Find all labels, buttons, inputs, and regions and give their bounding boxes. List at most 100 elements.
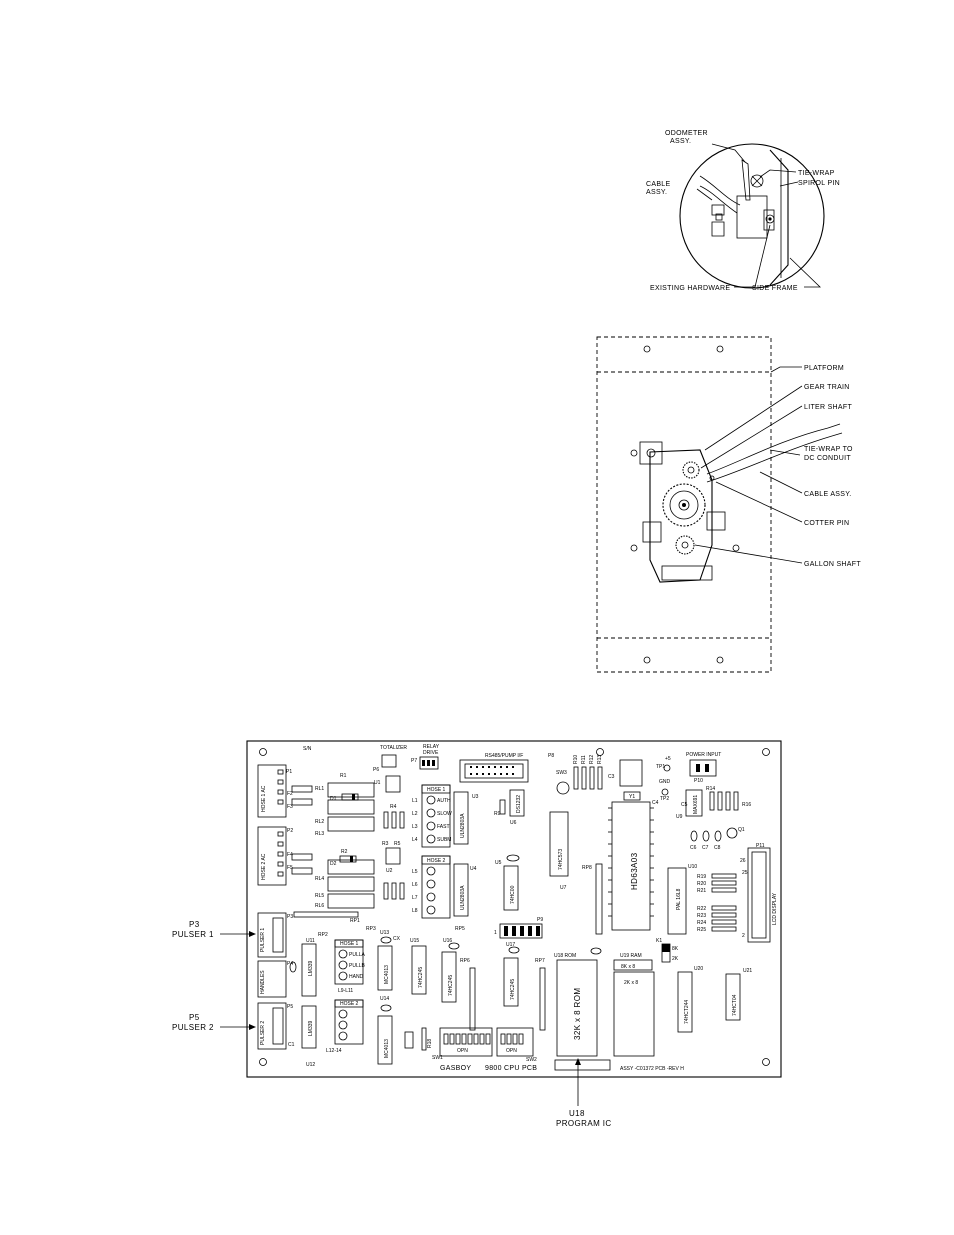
cable-label-2: ASSY. — [646, 189, 667, 196]
u13-chip — [377, 945, 393, 991]
r14-label: R14 — [706, 786, 715, 792]
rs485-label: RS485/PUMP I/F — [485, 753, 523, 759]
c3-label: C3 — [608, 774, 615, 780]
u6-part-label: DS1232 — [516, 795, 522, 813]
sw1-dip-switch: SW1 OPN — [432, 1027, 493, 1061]
hose1-led-block: HOSE 1 AUTH SLOW FAST SUBM L1 L2 L3 L4 — [412, 784, 452, 848]
p3-board-label: P3 — [287, 914, 293, 920]
r10-label: R10 — [573, 755, 579, 764]
u2-label: U2 — [386, 868, 393, 874]
u18-rom-label: U18 ROM — [554, 953, 576, 959]
relay-drive-label-2: DRIVE — [423, 750, 439, 756]
l3-label: L3 — [412, 824, 418, 830]
l8-label: L8 — [412, 908, 418, 914]
cable-assy-label: CABLE ASSY. — [804, 491, 852, 498]
sw1-opn-label: OPN — [457, 1048, 468, 1054]
hose1-ac-label: HOSE 1 AC — [261, 785, 267, 812]
tp1-label: TP1 — [656, 764, 665, 770]
pullb-label: PULLB — [349, 963, 366, 969]
p9-jumper: P9 1 — [494, 917, 543, 939]
u7-label: U7 — [560, 885, 567, 891]
q1-label: Q1 — [738, 827, 745, 833]
r24-label: R24 — [697, 920, 706, 926]
p3-callout: P3 PULSER 1 — [172, 920, 256, 939]
program-ic-callout-label: PROGRAM IC — [556, 1119, 612, 1128]
l5-label: L5 — [412, 869, 418, 875]
odometer-label-2: ASSY. — [670, 138, 691, 145]
p10-label: P10 — [694, 778, 703, 784]
rp8-label: RP8 — [582, 865, 592, 871]
r9-label: R9 — [494, 811, 501, 817]
u10-part-label: PAL 16L8 — [676, 888, 682, 910]
odometer-detail-view: ODOMETER ASSY. TIE-WRAP SPIROL PIN CABLE… — [646, 130, 840, 292]
u17-label: U17 — [506, 942, 515, 948]
assy-label: ASSY -C01372 PCB -REV H — [620, 1066, 684, 1072]
rp1-label: RP1 — [350, 918, 360, 924]
p7-label: P7 — [411, 758, 417, 764]
cable-label: CABLE — [646, 181, 670, 188]
pulla-label: PULLA — [349, 952, 366, 958]
hose2-pulser-leds: HOSE 2 — [334, 999, 364, 1045]
pin2-label: 2 — [742, 933, 745, 939]
p6-label: P6 — [373, 767, 379, 773]
ram-size-label: 8K x 8 — [621, 964, 635, 970]
u4-chip — [453, 863, 469, 917]
c4-label: C4 — [652, 800, 659, 806]
pulser2-callout-label: PULSER 2 — [172, 1023, 214, 1032]
d2-label: D2 — [330, 861, 337, 867]
u13-label: U13 — [380, 930, 389, 936]
u15-part-label: 74HC245 — [418, 967, 424, 988]
p5-callout-label: P5 — [189, 1013, 200, 1022]
u15-chip — [411, 945, 427, 995]
r12-label: R12 — [589, 755, 595, 764]
rom-chip-label: 32K x 8 ROM — [573, 988, 582, 1040]
rl1-label: RL1 — [315, 786, 324, 792]
liter-gear — [682, 461, 700, 479]
hose2-led-block: HOSE 2 L5 L6 L7 L8 — [412, 855, 451, 919]
u10-chip — [667, 867, 687, 935]
hose2-ac-connector: HOSE 2 AC P2 — [257, 826, 293, 886]
r1-label: R1 — [340, 773, 347, 779]
pulser1-callout-label: PULSER 1 — [172, 930, 214, 939]
rp7-label: RP7 — [535, 958, 545, 964]
existing-hardware-label: EXISTING HARDWARE — [650, 285, 730, 292]
u15-label: U15 — [410, 938, 419, 944]
u20-chip — [677, 971, 693, 1033]
r16-label: R16 — [742, 802, 751, 808]
sub-label: SUBM — [437, 837, 451, 843]
u4-part-label: ULN2803A — [460, 885, 466, 910]
tie-wrap-conduit-label: TIE-WRAP TO — [804, 446, 853, 453]
auth-label: AUTH — [437, 798, 451, 804]
u3-chip — [453, 791, 469, 845]
r3-label: R3 — [382, 841, 389, 847]
sw2-opn-label: OPN — [506, 1048, 517, 1054]
u7-chip — [549, 811, 569, 877]
u12-label: U12 — [306, 1062, 315, 1068]
c7-label: C7 — [702, 845, 709, 851]
u5-part-label: 74HC00 — [510, 885, 516, 904]
odometer-label: ODOMETER — [665, 130, 708, 137]
cable — [699, 175, 741, 206]
liter-shaft-label: LITER SHAFT — [804, 404, 852, 411]
pcb-title-label: 9800 CPU PCB — [485, 1065, 537, 1072]
odometer-shaft — [741, 159, 751, 201]
y1-label: Y1 — [629, 794, 635, 800]
cpu-pcb-layout: HOSE 1 AC P1 HOSE 2 AC P2 PULSER 1 P3 HA… — [246, 740, 782, 1078]
platform-label: PLATFORM — [804, 365, 844, 372]
p11-lcd-header — [747, 847, 771, 943]
u10-label: U10 — [688, 864, 697, 870]
l1-label: L1 — [412, 798, 418, 804]
hose1-ac-connector: HOSE 1 AC P1 — [257, 764, 292, 818]
l7-label: L7 — [412, 895, 418, 901]
pin26-label: 26 — [740, 858, 746, 864]
u9-chip — [685, 789, 703, 817]
u17-chip — [503, 957, 519, 1007]
l9-l11-label: L9-L11 — [338, 988, 353, 994]
p1-label: P1 — [286, 769, 292, 775]
pulser1-connector: PULSER 1 P3 — [257, 912, 293, 958]
side-frame-plate — [769, 149, 789, 286]
r21-label: R21 — [697, 888, 706, 894]
detail-circle — [679, 143, 825, 289]
slow-label: SLOW — [437, 811, 452, 817]
hose2-label: HOSE 2 — [427, 858, 446, 864]
